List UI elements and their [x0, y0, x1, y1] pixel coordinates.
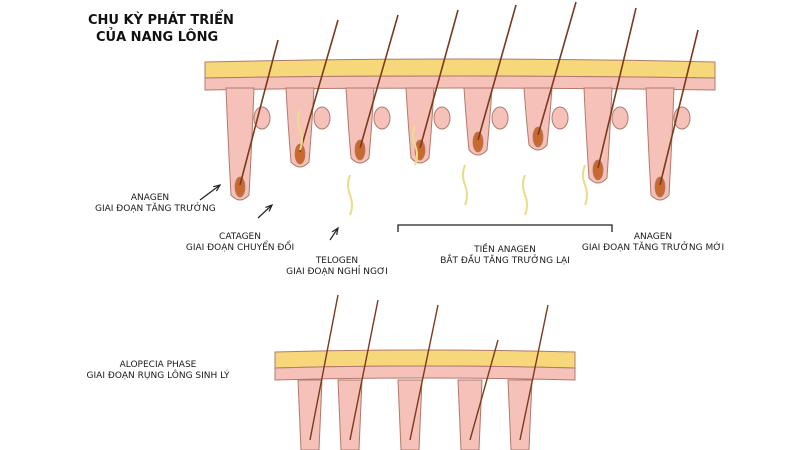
stage-name-pre-anagen: TIỀN ANAGEN — [474, 245, 536, 255]
stage-desc-pre-anagen: BẮT ĐẦU TĂNG TRƯỞNG LẠI — [440, 256, 570, 266]
club-hair-1 — [347, 174, 353, 216]
arrow-anagen-head — [213, 184, 222, 192]
stage-desc-new-anagen: GIAI ĐOẠN TĂNG TRƯỞNG MỚI — [581, 243, 725, 253]
hair-shaft-3 — [419, 9, 459, 149]
hair-bulb-6 — [592, 159, 604, 181]
arrow-catagen — [257, 204, 273, 219]
follicle-sheath-7 — [645, 87, 675, 201]
club-hair-2 — [412, 124, 418, 166]
label-pre-anagen: TIỀN ANAGEN BẮT ĐẦU TĂNG TRƯỞNG LẠI — [430, 245, 580, 267]
sebaceous-gland-5 — [551, 106, 569, 130]
club-hair-4 — [522, 174, 528, 216]
hair-bulb-2 — [354, 139, 366, 161]
sebaceous-gland-6 — [611, 106, 629, 130]
title-line-2: CỦA NANG LÔNG — [96, 30, 219, 45]
alopecia-hair-1 — [349, 299, 379, 441]
alopecia-follicle-4 — [507, 379, 533, 450]
hair-bulb-4 — [472, 131, 484, 153]
alopecia-hair-3 — [469, 339, 499, 441]
sebaceous-gland-3 — [433, 106, 451, 130]
follicle-sheath-6 — [583, 87, 613, 184]
stage-desc-anagen: GIAI ĐOẠN TĂNG TRƯỞNG — [95, 204, 216, 214]
label-new-anagen: ANAGEN GIAI ĐOẠN TĂNG TRƯỞNG MỚI — [578, 232, 728, 254]
stage-desc-alopecia: GIAI ĐOẠN RỤNG LÔNG SINH LÝ — [86, 371, 230, 381]
hair-shaft-0 — [239, 39, 279, 186]
hair-bulb-0 — [234, 176, 246, 198]
alopecia-follicle-3 — [457, 379, 483, 450]
stage-name-anagen: ANAGEN — [130, 193, 170, 203]
club-hair-5 — [582, 164, 588, 206]
arrow-telogen-head — [331, 226, 339, 235]
arrow-catagen-head — [265, 203, 274, 212]
follicle-sheath-0 — [225, 87, 255, 201]
dermis-bottom — [274, 365, 576, 381]
club-hair-3 — [462, 164, 468, 206]
sebaceous-gland-4 — [491, 106, 509, 130]
epidermis-top — [204, 58, 716, 79]
hair-shaft-6 — [597, 7, 637, 169]
label-alopecia: ALOPECIA PHASE GIAI ĐOẠN RỤNG LÔNG SINH … — [78, 360, 238, 382]
sebaceous-gland-2 — [373, 106, 391, 130]
label-telogen: TELOGEN GIAI ĐOẠN NGHỈ NGƠI — [282, 256, 392, 278]
hair-bulb-7 — [654, 176, 666, 198]
pre-anagen-bracket — [397, 224, 613, 232]
arrow-telogen — [329, 227, 339, 241]
follicle-sheath-4 — [463, 87, 493, 156]
hair-shaft-5 — [537, 1, 577, 136]
hair-bulb-5 — [532, 126, 544, 148]
title-line-1: CHU KỲ PHÁT TRIỂN — [88, 13, 234, 28]
alopecia-hair-2 — [409, 304, 439, 441]
hair-shaft-7 — [659, 29, 699, 186]
stage-desc-telogen: GIAI ĐOẠN NGHỈ NGƠI — [286, 267, 388, 277]
alopecia-follicle-1 — [337, 379, 363, 450]
follicle-sheath-2 — [345, 87, 375, 164]
hair-bulb-1 — [294, 143, 306, 165]
label-catagen: CATAGEN GIAI ĐOẠN CHUYỂN ĐỔI — [180, 232, 300, 254]
sebaceous-gland-1 — [313, 106, 331, 130]
hair-shaft-4 — [477, 4, 517, 141]
club-hair-0 — [297, 109, 303, 151]
arrow-anagen — [199, 184, 221, 201]
alopecia-hair-4 — [519, 304, 549, 441]
alopecia-follicle-2 — [397, 379, 423, 450]
label-anagen: ANAGEN GIAI ĐOẠN TĂNG TRƯỞNG — [95, 193, 216, 215]
follicle-sheath-5 — [523, 87, 553, 151]
sebaceous-gland-0 — [253, 106, 271, 130]
alopecia-follicle-0 — [297, 379, 323, 450]
dermis-top — [204, 75, 716, 91]
stage-desc-catagen: GIAI ĐOẠN CHUYỂN ĐỔI — [185, 243, 295, 253]
hair-shaft-2 — [359, 14, 399, 149]
stage-name-telogen: TELOGEN — [315, 256, 359, 266]
follicle-sheath-3 — [405, 87, 435, 164]
alopecia-hair-0 — [309, 294, 339, 441]
stage-name-catagen: CATAGEN — [219, 232, 261, 242]
hair-shaft-1 — [299, 19, 339, 153]
stage-name-new-anagen: ANAGEN — [633, 232, 673, 242]
stage-name-alopecia: ALOPECIA PHASE — [119, 360, 197, 370]
diagram-title: CHU KỲ PHÁT TRIỂN CỦA NANG LÔNG — [88, 12, 234, 46]
